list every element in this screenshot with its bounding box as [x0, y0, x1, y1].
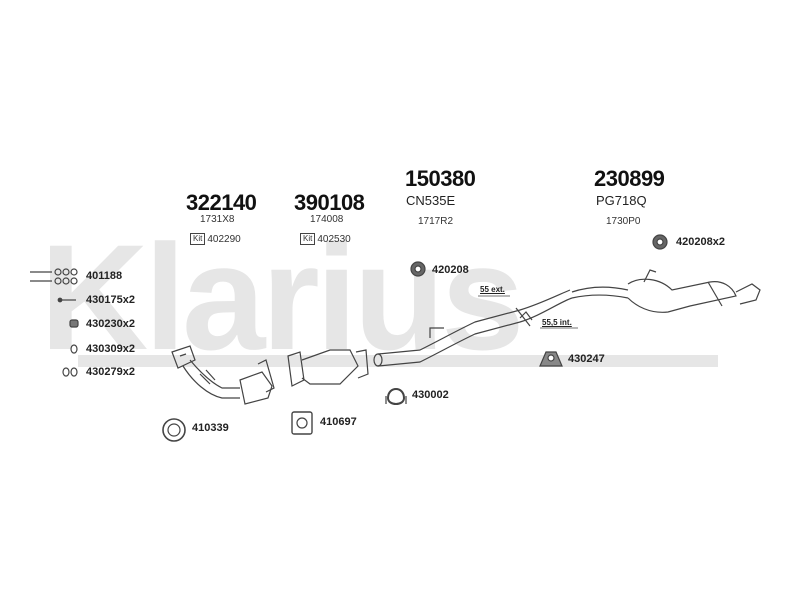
catalytic-converter-shape [287, 349, 369, 387]
flange-gasket-icon [291, 411, 313, 435]
fitting-label-pipe-clamp: 430002 [412, 389, 449, 401]
kit-number: 402290 [207, 233, 241, 245]
part-sub-catalytic-converter: 174008 [310, 214, 344, 225]
part-number-catalytic-converter: 390108 [294, 190, 365, 215]
fitting-label-bolt: 430175x2 [86, 294, 135, 306]
dimension-ext-label: 55 ext. [480, 285, 505, 294]
part-number-front-pipe: 322140 [186, 190, 257, 215]
kit-badge: Kit [300, 233, 316, 245]
bolt-set-icon [30, 268, 78, 285]
nut-icon [69, 319, 79, 328]
middle-pipe-shape [373, 289, 573, 367]
spring-washer-icon [62, 367, 78, 377]
part-sub-front-pipe: 1731X8 [200, 214, 235, 225]
part-sub-large-middle-pipe: CN535E [406, 193, 456, 208]
fitting-label-ring-gasket: 410339 [192, 422, 229, 434]
fitting-label-nut: 430230x2 [86, 318, 135, 330]
hanger-icon [539, 351, 563, 367]
watermark-logo: Klarius [40, 213, 525, 381]
fitting-label-rubber-mount: 420208 [432, 264, 469, 276]
part-number-rear-silencer: 230899 [594, 166, 665, 191]
kit-catalytic-converter: Kit 402530 [300, 233, 351, 245]
ring-gasket-icon [162, 418, 186, 442]
fitting-label-spring-washer: 430279x2 [86, 366, 135, 378]
kit-number: 402530 [317, 233, 351, 245]
rear-silencer-shape [571, 269, 761, 313]
part-sub-middle-pipe: 1717R2 [418, 216, 454, 227]
pipe-clamp-icon [385, 388, 407, 405]
part-sub-rear-silencer: 1730P0 [606, 216, 641, 227]
dimension-int-label: 55,5 int. [542, 318, 572, 327]
fitting-label-washer: 430309x2 [86, 343, 135, 355]
fitting-label-flange-gasket: 410697 [320, 416, 357, 428]
fitting-label-bolt-set: 401188 [86, 270, 123, 282]
fitting-label-rubber-mount-right: 420208x2 [676, 236, 725, 248]
fitting-label-hanger: 430247 [568, 353, 605, 365]
kit-front-pipe: Kit 402290 [190, 233, 241, 245]
part-sub-large-rear-silencer: PG718Q [596, 193, 647, 208]
part-number-middle-pipe: 150380 [405, 166, 476, 191]
washer-icon [70, 344, 78, 354]
front-pipe-shape [171, 345, 275, 405]
bolt-icon [57, 297, 76, 303]
kit-badge: Kit [190, 233, 206, 245]
rubber-mount-icon [410, 261, 426, 277]
rubber-mount-right-icon [652, 234, 668, 250]
